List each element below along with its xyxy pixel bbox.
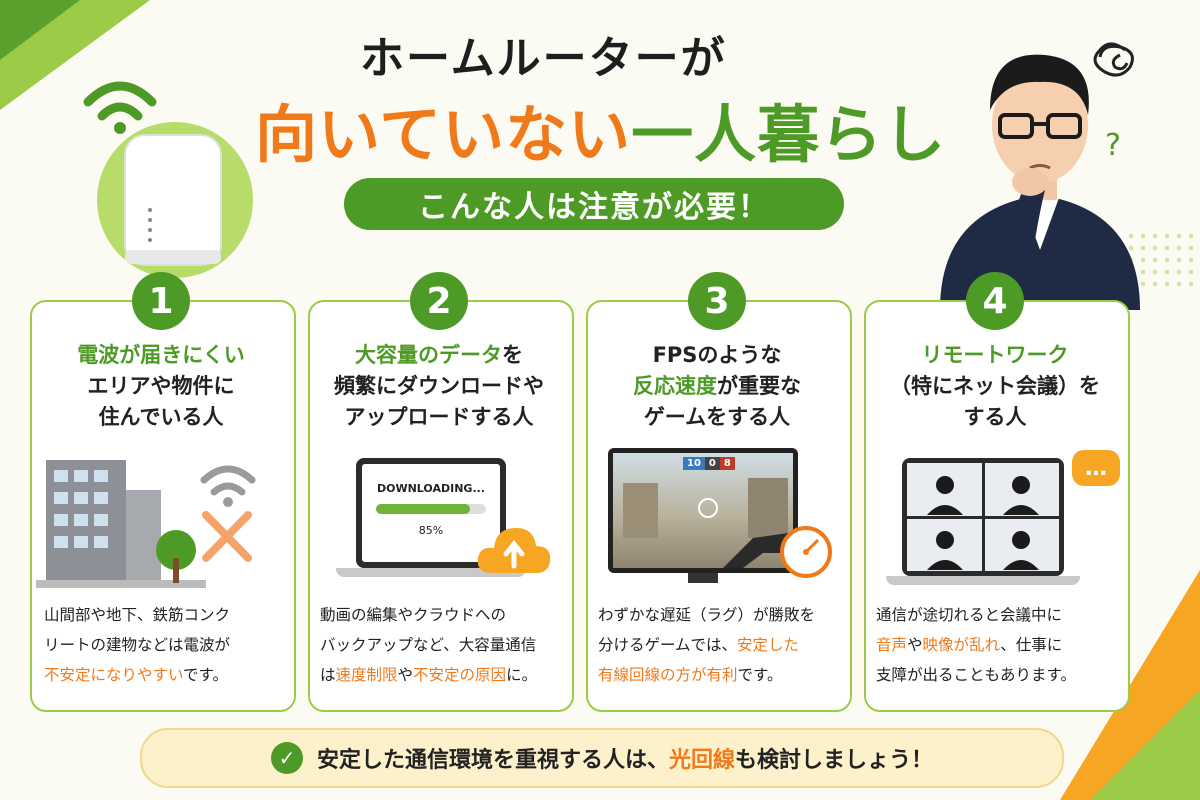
footer-highlight: 光回線 bbox=[668, 748, 735, 773]
card-1-desc-end: です。 bbox=[183, 666, 228, 684]
card-2-desc-part-a: は bbox=[320, 666, 336, 684]
card-3-desc-line1: わずかな遅延（ラグ）が勝敗を bbox=[598, 606, 816, 624]
monitor-stand bbox=[688, 573, 718, 583]
router-icon bbox=[83, 81, 253, 278]
participants bbox=[927, 476, 1039, 570]
person-thinking-icon: ? bbox=[940, 42, 1140, 310]
card-3-title-line1: FPSのような bbox=[652, 343, 782, 367]
wifi-icon bbox=[83, 81, 157, 121]
laptop-base bbox=[336, 568, 526, 577]
card-4-title-line3: する人 bbox=[963, 405, 1027, 429]
card-4-desc-highlight-1: 音声 bbox=[876, 636, 908, 654]
score-left: 10 bbox=[683, 457, 705, 470]
subtitle-badge: こんな人は注意が必要！ bbox=[344, 178, 844, 230]
card-2-title-line3: アップロードする人 bbox=[344, 405, 534, 429]
card-1-description: 山間部や地下、鉄筋コンク リートの建物などは電波が 不安定になりやすいです。 bbox=[44, 600, 284, 690]
card-3-desc-line2: 分けるゲームでは、 bbox=[598, 636, 738, 654]
laptop-base-4 bbox=[886, 576, 1080, 585]
laptop-display: DOWNLOADING... 85% bbox=[362, 464, 500, 562]
card-2-desc-end: に。 bbox=[506, 666, 538, 684]
card-4-title: リモートワーク （特にネット会議）を する人 bbox=[864, 340, 1126, 433]
video-conference-illustration: … bbox=[872, 440, 1122, 590]
card-4-desc-part-b: や bbox=[907, 636, 923, 654]
page-title-line2: 向いていない一人暮らし bbox=[255, 84, 946, 174]
cross-icon bbox=[202, 511, 252, 562]
score-right: 8 bbox=[719, 457, 735, 470]
card-4-title-highlight: リモートワーク bbox=[921, 343, 1069, 367]
wifi-off-icon bbox=[200, 465, 256, 496]
card-3-title-line2: が重要な bbox=[717, 374, 801, 398]
fps-monitor-illustration: 10 0 8 bbox=[594, 440, 844, 590]
monitor-frame: 10 0 8 bbox=[608, 448, 798, 573]
card-number-1: 1 bbox=[132, 272, 190, 330]
title-highlight-green: 一人暮らし bbox=[631, 98, 947, 171]
progress-fill bbox=[376, 504, 470, 514]
card-1-title: 電波が届きにくい エリアや物件に 住んでいる人 bbox=[30, 340, 292, 433]
card-number-3: 3 bbox=[688, 272, 746, 330]
laptop-download-illustration: DOWNLOADING... 85% bbox=[316, 440, 566, 590]
card-3-title-line3: ゲームをする人 bbox=[643, 405, 791, 429]
card-3-title-highlight: 反応速度 bbox=[633, 374, 717, 398]
card-2-title-line2: 頻繁にダウンロードや bbox=[334, 374, 544, 398]
building-illustration bbox=[36, 460, 256, 588]
card-1-title-line3: 住んでいる人 bbox=[98, 405, 224, 429]
card-3-desc-highlight-2: 有線回線の方が有利 bbox=[598, 666, 738, 684]
card-2-title: 大容量のデータを 頻繁にダウンロードや アップロードする人 bbox=[308, 340, 570, 433]
game-scene bbox=[623, 478, 788, 568]
card-3-description: わずかな遅延（ラグ）が勝敗を 分けるゲームでは、安定した 有線回線の方が有利です… bbox=[598, 600, 838, 690]
card-4-desc-highlight-2: 映像が乱れ bbox=[922, 636, 1001, 654]
card-4-desc-line1: 通信が途切れると会議中に bbox=[876, 606, 1063, 624]
score-mid: 0 bbox=[704, 457, 720, 470]
card-4-desc-part-d: 、仕事に bbox=[1000, 636, 1063, 654]
card-number-2: 2 bbox=[410, 272, 468, 330]
card-2-description: 動画の編集やクラウドへの バックアップなど、大容量通信 は速度制限や不安定の原因… bbox=[320, 600, 560, 690]
card-4-title-line2: （特にネット会議）を bbox=[890, 374, 1100, 398]
card-4-description: 通信が途切れると会議中に 音声や映像が乱れ、仕事に 支障が出ることもあります。 bbox=[876, 600, 1116, 690]
card-4-desc-line3: 支障が出ることもあります。 bbox=[876, 666, 1076, 684]
card-3-title: FPSのような 反応速度が重要な ゲームをする人 bbox=[586, 340, 848, 433]
card-1-desc-highlight: 不安定になりやすい bbox=[44, 666, 184, 684]
footer-banner: ✓ 安定した通信環境を重視する人は、光回線も検討しましょう！ bbox=[140, 728, 1064, 788]
question-mark: ? bbox=[1105, 128, 1121, 163]
corner-decoration-top-left-dark bbox=[0, 0, 80, 60]
laptop-screen-4 bbox=[902, 458, 1064, 576]
speedometer-icon bbox=[780, 526, 832, 578]
card-number-4: 4 bbox=[966, 272, 1024, 330]
footer-text-a: 安定した通信環境を重視する人は、 bbox=[316, 748, 669, 773]
progress-percent: 85% bbox=[418, 524, 444, 537]
upload-cloud-icon bbox=[477, 528, 551, 573]
card-1-title-line1: 電波が届きにくい bbox=[77, 343, 245, 367]
card-2-desc-highlight-2: 不安定の原因 bbox=[413, 666, 507, 684]
card-2-desc-line1: 動画の編集やクラウドへの bbox=[320, 606, 507, 624]
card-2-desc-highlight-1: 速度制限 bbox=[335, 666, 398, 684]
worry-scribble-icon bbox=[1093, 42, 1134, 77]
card-1-title-line2: エリアや物件に bbox=[87, 374, 235, 398]
card-2-title-highlight: 大容量のデータ bbox=[355, 343, 502, 367]
title-highlight-orange: 向いていない bbox=[255, 98, 632, 171]
footer-text-c: も検討しましょう！ bbox=[735, 748, 934, 773]
progress-track bbox=[376, 504, 486, 514]
card-3-desc-end: です。 bbox=[737, 666, 783, 684]
card-1-desc-line1: 山間部や地下、鉄筋コンク bbox=[44, 606, 231, 624]
card-1-desc-line2: リートの建物などは電波が bbox=[44, 636, 231, 654]
card-2-desc-part-c: や bbox=[397, 666, 414, 684]
check-icon: ✓ bbox=[270, 742, 303, 774]
scoreboard: 10 0 8 bbox=[683, 457, 735, 470]
game-screen: 10 0 8 bbox=[613, 453, 793, 568]
gun-icon bbox=[723, 533, 788, 568]
card-2-desc-line2: バックアップなど、大容量通信 bbox=[320, 636, 537, 654]
card-2-title-particle: を bbox=[502, 343, 523, 367]
crosshair-icon bbox=[698, 498, 718, 518]
page-title-line1: ホームルーターが bbox=[360, 33, 727, 84]
card-3-desc-highlight-1: 安定した bbox=[737, 636, 800, 654]
download-status-text: DOWNLOADING... bbox=[376, 482, 485, 495]
laptop-screen: DOWNLOADING... 85% bbox=[356, 458, 506, 568]
chat-bubble-icon: … bbox=[1072, 450, 1120, 486]
